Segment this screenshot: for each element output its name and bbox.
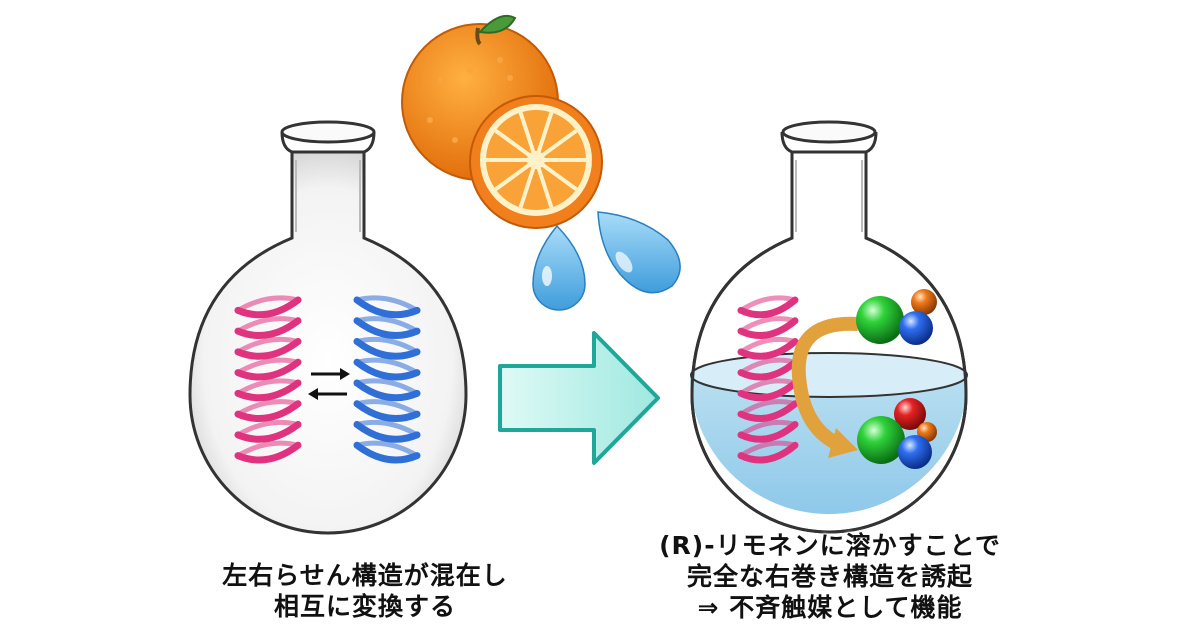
helix-turn-front bbox=[234, 400, 302, 423]
helix-turn-front bbox=[737, 317, 799, 339]
orange-icon bbox=[401, 14, 603, 229]
droplet-icon bbox=[532, 211, 681, 311]
helix-turn-front bbox=[737, 379, 799, 402]
helix-turn-front bbox=[234, 441, 302, 464]
helix-icon-induced bbox=[737, 295, 799, 464]
helix-turn-back bbox=[236, 316, 299, 334]
helix-turn-front bbox=[234, 379, 302, 402]
equilibrium-arrows-icon bbox=[308, 368, 350, 400]
helix-turn-front bbox=[234, 338, 302, 360]
helix-turn-front bbox=[737, 358, 799, 381]
helix-turn-front bbox=[234, 296, 302, 319]
helix-turn-front bbox=[737, 400, 799, 422]
helix-turn-front bbox=[353, 296, 421, 319]
caption-right-line1: (R)-リモネンに溶かすことで bbox=[659, 531, 1001, 560]
helix-turn-front bbox=[737, 296, 799, 319]
molecule-icon-top bbox=[856, 289, 937, 345]
helix-turn-front bbox=[353, 338, 421, 360]
helix-turn-back bbox=[739, 295, 796, 313]
helix-turn-back bbox=[236, 419, 299, 438]
helix-turn-back bbox=[356, 295, 419, 313]
caption-right: (R)-リモネンに溶かすことで 完全な右巻き構造を誘起 ⇒ 不斉触媒として機能 bbox=[640, 530, 1020, 623]
helix-turn-front bbox=[234, 421, 302, 443]
helix-turn-back bbox=[739, 440, 796, 458]
caption-left-line2: 相互に変換する bbox=[273, 592, 456, 621]
helix-turn-front bbox=[234, 317, 302, 340]
helix-turn-back bbox=[356, 378, 419, 396]
helix-turn-back bbox=[739, 378, 796, 396]
helix-turn-front bbox=[353, 317, 421, 340]
helix-icon-left-handed bbox=[234, 295, 302, 464]
helix-turn-back bbox=[356, 357, 419, 375]
helix-turn-back bbox=[739, 316, 796, 334]
helix-turn-front bbox=[353, 421, 421, 443]
helix-turn-front bbox=[353, 400, 421, 423]
helix-turn-back bbox=[739, 399, 796, 417]
curved-arrow-icon bbox=[791, 316, 859, 458]
helix-turn-back bbox=[739, 419, 796, 437]
helix-turn-front bbox=[737, 421, 799, 443]
helix-turn-back bbox=[236, 295, 299, 313]
caption-right-line3: ⇒ 不斉触媒として機能 bbox=[697, 593, 963, 622]
helix-turn-back bbox=[236, 440, 299, 458]
helix-turn-back bbox=[356, 316, 419, 334]
helix-turn-back bbox=[236, 378, 299, 396]
helix-icon-right-handed bbox=[353, 295, 421, 464]
caption-left: 左右らせん構造が混在し 相互に変換する bbox=[210, 560, 520, 622]
helix-turn-back bbox=[236, 399, 299, 417]
flask-icon-left bbox=[188, 120, 468, 535]
helix-turn-back bbox=[356, 399, 419, 417]
caption-right-line2: 完全な右巻き構造を誘起 bbox=[686, 562, 973, 591]
helix-turn-front bbox=[737, 338, 799, 360]
helix-turn-back bbox=[356, 419, 419, 438]
helix-turn-front bbox=[737, 441, 799, 464]
helix-turn-front bbox=[353, 379, 421, 402]
helix-turn-front bbox=[234, 358, 302, 381]
helix-turn-front bbox=[353, 358, 421, 381]
helix-turn-back bbox=[356, 336, 419, 355]
helix-turn-back bbox=[236, 357, 299, 375]
helix-turn-back bbox=[236, 336, 299, 355]
helix-turn-front bbox=[353, 441, 421, 464]
helix-turn-back bbox=[739, 357, 796, 375]
helix-turn-back bbox=[356, 440, 419, 458]
caption-left-line1: 左右らせん構造が混在し bbox=[222, 561, 508, 590]
helix-turn-back bbox=[739, 336, 796, 354]
right-arrow-icon bbox=[498, 331, 660, 465]
molecule-icon-bottom bbox=[857, 398, 937, 469]
